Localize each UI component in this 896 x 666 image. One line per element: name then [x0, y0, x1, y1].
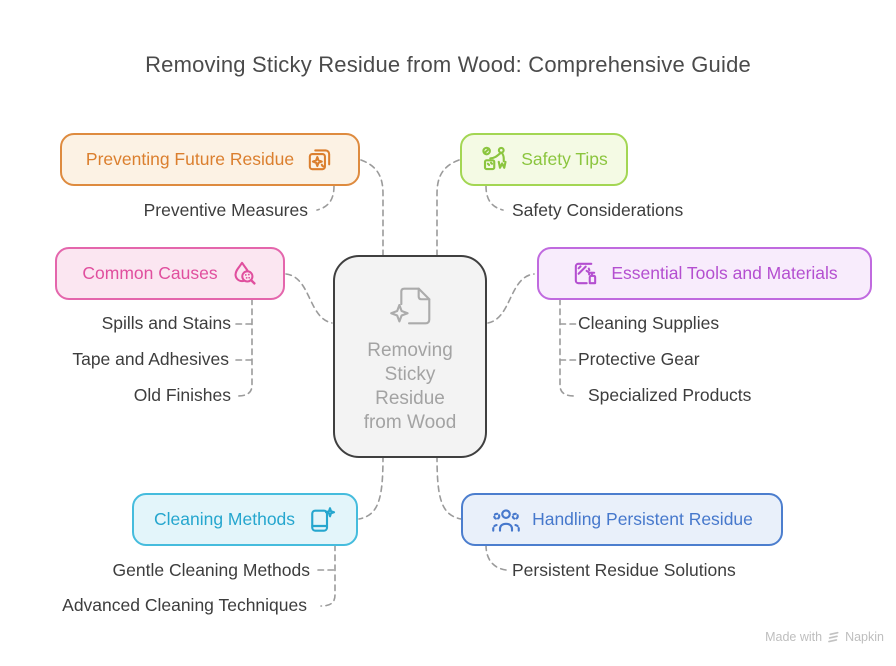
- sub-item-old-finishes[interactable]: Old Finishes: [133, 385, 231, 405]
- central-topic-node[interactable]: Removing Sticky Residue from Wood: [333, 255, 487, 458]
- node-handling-persistent-residue[interactable]: Handling Persistent Residue: [461, 493, 783, 546]
- sub-item-safety-considerations[interactable]: Safety Considerations: [512, 200, 684, 220]
- sub-item-cleaning-supplies[interactable]: Cleaning Supplies: [578, 313, 720, 333]
- node-label: Cleaning Methods: [153, 509, 296, 529]
- people-group-icon: [491, 505, 521, 535]
- node-essential-tools-materials[interactable]: Essential Tools and Materials: [537, 247, 872, 300]
- sub-item-spills-and-stains[interactable]: Spills and Stains: [101, 313, 231, 333]
- sub-item-gentle-cleaning-methods[interactable]: Gentle Cleaning Methods: [112, 560, 310, 580]
- made-with-napkin-watermark: Made with Napkin: [765, 630, 884, 644]
- connector-causes-children: [236, 298, 253, 397]
- connector-causes-center: [285, 273, 333, 324]
- stain-search-icon: [229, 259, 258, 288]
- connector-center-cleaning: [358, 455, 384, 520]
- connector-center-persistent: [436, 455, 462, 520]
- connector-cleaning-children: [320, 544, 336, 607]
- sub-item-advanced-cleaning-techniques[interactable]: Advanced Cleaning Techniques: [62, 595, 307, 615]
- node-safety-tips[interactable]: Safety Tips: [460, 133, 628, 186]
- node-label: Common Causes: [82, 263, 218, 283]
- connector-center-safety: [436, 159, 460, 259]
- document-sparkle-icon: [383, 279, 437, 333]
- node-cleaning-methods[interactable]: Cleaning Methods: [132, 493, 358, 546]
- sub-item-preventive-measures[interactable]: Preventive Measures: [143, 200, 308, 220]
- sub-item-protective-gear[interactable]: Protective Gear: [578, 349, 700, 369]
- device-sparkle-icon: [306, 505, 336, 535]
- sub-item-tape-and-adhesives[interactable]: Tape and Adhesives: [72, 349, 229, 369]
- page-title: Removing Sticky Residue from Wood: Compr…: [145, 52, 751, 77]
- napkin-logo-icon: [827, 631, 840, 644]
- sub-item-specialized-products[interactable]: Specialized Products: [588, 385, 752, 405]
- connector-tools-children: [559, 298, 576, 397]
- central-topic-label: Removing Sticky Residue from Wood: [363, 340, 457, 433]
- watermark-brand: Napkin: [845, 630, 884, 644]
- node-common-causes[interactable]: Common Causes: [55, 247, 285, 300]
- node-preventing-future-residue[interactable]: Preventing Future Residue: [60, 133, 360, 186]
- connector-persistent-child: [485, 544, 507, 571]
- watermark-text: Made with: [765, 630, 823, 644]
- window-spray-icon: [571, 259, 600, 288]
- sub-item-persistent-residue-solutions[interactable]: Persistent Residue Solutions: [512, 560, 736, 580]
- node-label: Preventing Future Residue: [85, 149, 295, 169]
- copy-sparkle-icon: [305, 145, 334, 174]
- node-label: Handling Persistent Residue: [532, 509, 753, 529]
- connector-center-tools: [487, 273, 535, 324]
- node-label: Essential Tools and Materials: [611, 263, 838, 283]
- hygiene-safety-icon: [480, 145, 510, 175]
- connector-preventing-child: [316, 185, 335, 211]
- node-label: Safety Tips: [521, 149, 608, 169]
- connector-center-preventing: [360, 159, 384, 259]
- connector-safety-child: [485, 185, 504, 211]
